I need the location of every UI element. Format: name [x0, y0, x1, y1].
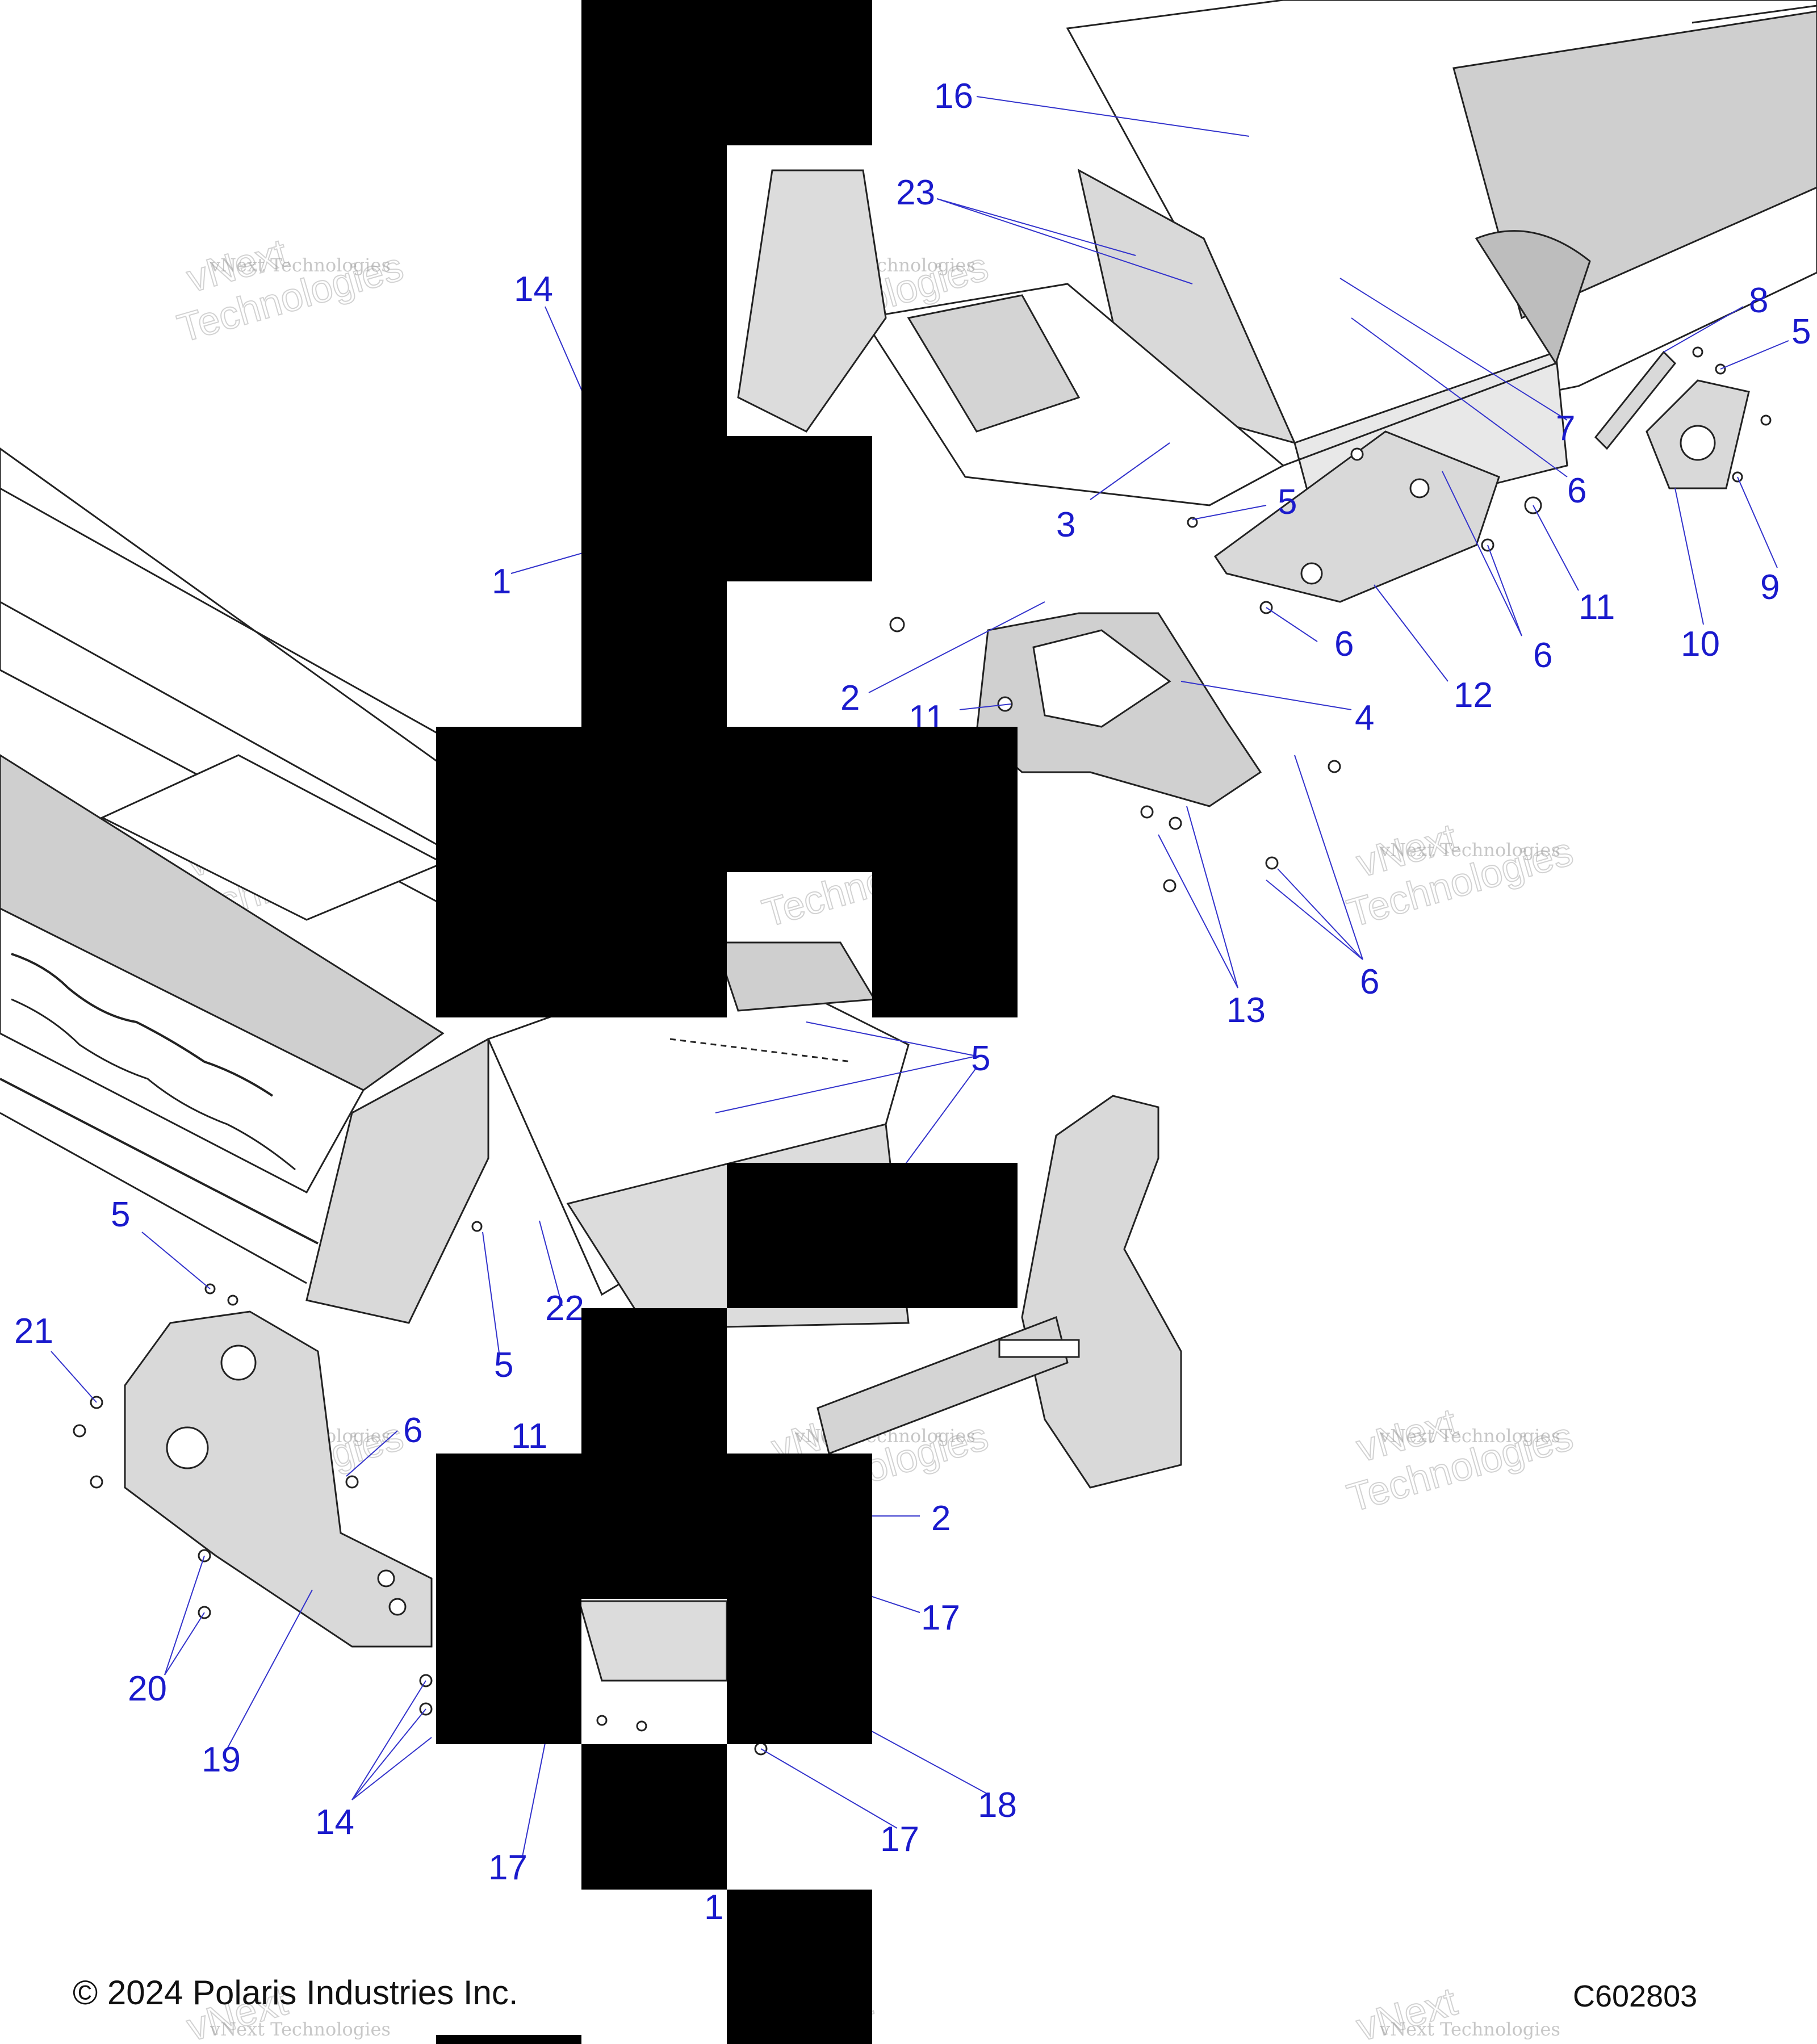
callout-20: 20	[128, 1669, 167, 1708]
callout-17: 17	[880, 1820, 919, 1859]
callout-3: 3	[1056, 505, 1075, 544]
suspension-bracket-right	[817, 1095, 1182, 1489]
callout-5: 5	[494, 1346, 513, 1385]
watermark-small: vNext Technologies	[1379, 1425, 1560, 1447]
callout-2: 2	[931, 1499, 951, 1538]
lower-skid-plate	[578, 1600, 728, 1682]
callout-11: 11	[511, 1417, 547, 1456]
chassis-upper-right	[737, 0, 1817, 529]
callout-6: 6	[1533, 636, 1552, 675]
callout-5: 5	[1278, 483, 1297, 522]
callout-5: 5	[971, 1039, 990, 1078]
callout-16: 16	[934, 77, 973, 116]
callout-6: 6	[403, 1411, 422, 1450]
copyright-text: © 2024 Polaris Industries Inc.	[73, 1974, 518, 2012]
plate-8	[1594, 350, 1677, 450]
callout-1: 1	[492, 562, 511, 601]
callout-1: 1	[704, 1888, 723, 1927]
callout-17: 17	[921, 1598, 960, 1637]
callout-14: 14	[514, 270, 553, 309]
bearing-plate-10	[1646, 379, 1750, 489]
callout-17: 17	[488, 1848, 527, 1887]
bulkhead-19	[124, 1310, 433, 1648]
callout-23: 23	[896, 173, 935, 212]
callout-7: 7	[1556, 409, 1575, 448]
leader-lines	[51, 96, 1789, 1857]
callout-14: 14	[315, 1803, 354, 1842]
callout-6: 6	[1334, 625, 1354, 664]
callout-5: 5	[1791, 312, 1811, 351]
watermark-small: vNext Technologies	[1379, 2018, 1560, 2040]
callout-6: 6	[1360, 962, 1379, 1002]
bracket-4	[976, 612, 1262, 807]
watermark-small: vNext Technologies	[1379, 839, 1560, 861]
callout-2: 2	[840, 678, 860, 718]
callout-10: 10	[1681, 625, 1720, 664]
figure-code: C602803	[1573, 1979, 1698, 2013]
watermark-small: vNext Technologies	[210, 2018, 391, 2040]
watermark-small: vNext Technologies	[210, 254, 391, 276]
callout-5: 5	[111, 1195, 130, 1234]
callout-13: 13	[1226, 991, 1266, 1030]
tunnel-rail-left	[0, 447, 581, 1284]
bracket-12	[1213, 430, 1500, 603]
callout-11: 11	[1579, 588, 1615, 627]
callout-19: 19	[202, 1740, 241, 1779]
callout-numbers: 16 23 14 1 8 5 7 6 3 5 11 9 10 6 6 2 12 …	[14, 77, 1811, 1927]
redaction-blocks	[436, 0, 1018, 2044]
callout-9: 9	[1760, 568, 1780, 607]
callout-8: 8	[1749, 281, 1768, 320]
callout-22: 22	[545, 1289, 584, 1328]
callout-4: 4	[1355, 698, 1374, 738]
callout-21: 21	[14, 1312, 53, 1351]
callout-18: 18	[978, 1786, 1017, 1825]
callout-12: 12	[1454, 676, 1493, 715]
callout-6: 6	[1567, 471, 1586, 510]
